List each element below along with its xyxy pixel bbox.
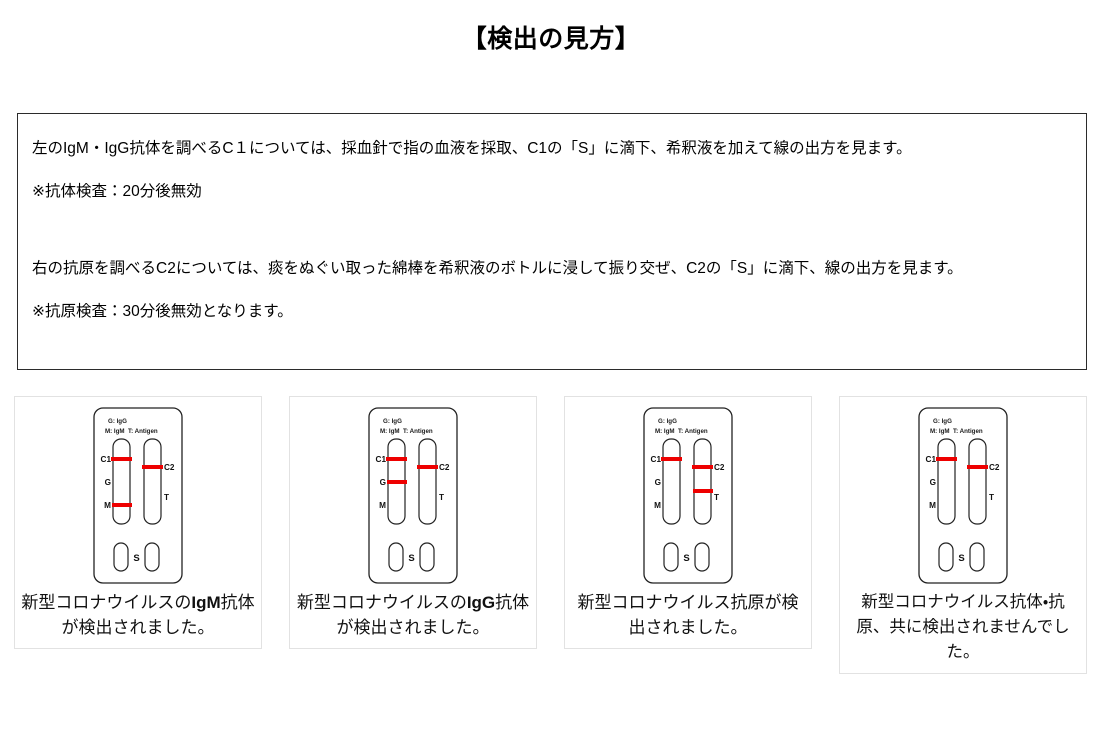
- strip-label-g: G: [105, 478, 111, 487]
- strip-label-m: M: [104, 501, 111, 510]
- strip-label-g: G: [655, 478, 661, 487]
- legend-igm: M: IgM: [655, 428, 675, 435]
- page-title: 【検出の見方】: [461, 25, 641, 53]
- sample-well-right: [144, 542, 160, 572]
- strip-label-m: M: [654, 501, 661, 510]
- sample-well-label: S: [958, 553, 964, 564]
- test-line: [387, 480, 407, 484]
- test-line: [936, 457, 957, 461]
- strip-label-g: G: [380, 478, 386, 487]
- legend-antigen: T: Antigen: [953, 428, 983, 435]
- instruction-note-antibody: ※抗体検査：20分後無効: [32, 183, 202, 200]
- result-card-caption: 新型コロナウイルスのIgG抗体が検出されました。: [296, 593, 530, 637]
- legend-igm: M: IgM: [105, 428, 125, 435]
- legend-igg: G: IgG: [658, 418, 677, 425]
- test-line: [693, 489, 713, 493]
- strip-window-right: [968, 438, 987, 525]
- strip-label-c2: C2: [439, 463, 450, 472]
- test-line: [111, 457, 132, 461]
- sample-well-label: S: [133, 553, 139, 564]
- strip-window-left: [112, 438, 131, 525]
- sample-well-left: [938, 542, 954, 572]
- result-card-caption: 新型コロナウイルスのIgM抗体が検出されました。: [21, 593, 255, 637]
- sample-well-label: S: [408, 553, 414, 564]
- strip-label-c1: C1: [101, 455, 112, 464]
- strip-label-m: M: [379, 501, 386, 510]
- caption-emphasis: IgM: [191, 593, 221, 612]
- strip-label-c2: C2: [164, 463, 175, 472]
- sample-well-left: [113, 542, 129, 572]
- caption-emphasis: IgG: [466, 593, 496, 612]
- sample-well-left: [663, 542, 679, 572]
- strip-label-t: T: [164, 493, 169, 502]
- sample-well-right: [419, 542, 435, 572]
- strip-label-t: T: [714, 493, 719, 502]
- test-line: [112, 503, 132, 507]
- result-card-caption: 新型コロナウイルス抗原が検出されました。: [577, 593, 799, 637]
- strip-label-t: T: [989, 493, 994, 502]
- legend-antigen: T: Antigen: [403, 428, 433, 435]
- strip-window-right: [143, 438, 162, 525]
- legend-igg: G: IgG: [108, 418, 127, 425]
- strip-label-t: T: [439, 493, 444, 502]
- test-line: [692, 465, 713, 469]
- sample-well-label: S: [683, 553, 689, 564]
- instruction-paragraph-antigen: 右の抗原を調べるC2については、痰をぬぐい取った綿棒を希釈液のボトルに浸して振り…: [32, 260, 963, 277]
- instruction-note-antigen: ※抗原検査：30分後無効となります。: [32, 303, 293, 320]
- strip-label-c1: C1: [926, 455, 937, 464]
- strip-label-c1: C1: [651, 455, 662, 464]
- strip-label-c2: C2: [714, 463, 725, 472]
- test-line: [142, 465, 163, 469]
- strip-window-left: [662, 438, 681, 525]
- legend-igg: G: IgG: [383, 418, 402, 425]
- legend-igg: G: IgG: [933, 418, 952, 425]
- result-card-caption: 新型コロナウイルス抗体・抗原、共に検出されませんでした。: [856, 593, 1070, 661]
- strip-label-m: M: [929, 501, 936, 510]
- test-line: [417, 465, 438, 469]
- legend-antigen: T: Antigen: [678, 428, 708, 435]
- sample-well-right: [694, 542, 710, 572]
- strip-window-left: [937, 438, 956, 525]
- strip-label-c2: C2: [989, 463, 1000, 472]
- test-line: [967, 465, 988, 469]
- legend-igm: M: IgM: [930, 428, 950, 435]
- strip-window-right: [418, 438, 437, 525]
- test-line: [661, 457, 682, 461]
- instructions-box: 左のIgM・IgG抗体を調べるC１については、採血針で指の血液を採取、C1の「S…: [17, 113, 1087, 370]
- sample-well-left: [388, 542, 404, 572]
- strip-label-c1: C1: [376, 455, 387, 464]
- instruction-paragraph-antibody: 左のIgM・IgG抗体を調べるC１については、採血針で指の血液を採取、C1の「S…: [32, 140, 912, 157]
- legend-igm: M: IgM: [380, 428, 400, 435]
- sample-well-right: [969, 542, 985, 572]
- strip-window-right: [693, 438, 712, 525]
- test-line: [386, 457, 407, 461]
- strip-label-g: G: [930, 478, 936, 487]
- legend-antigen: T: Antigen: [128, 428, 158, 435]
